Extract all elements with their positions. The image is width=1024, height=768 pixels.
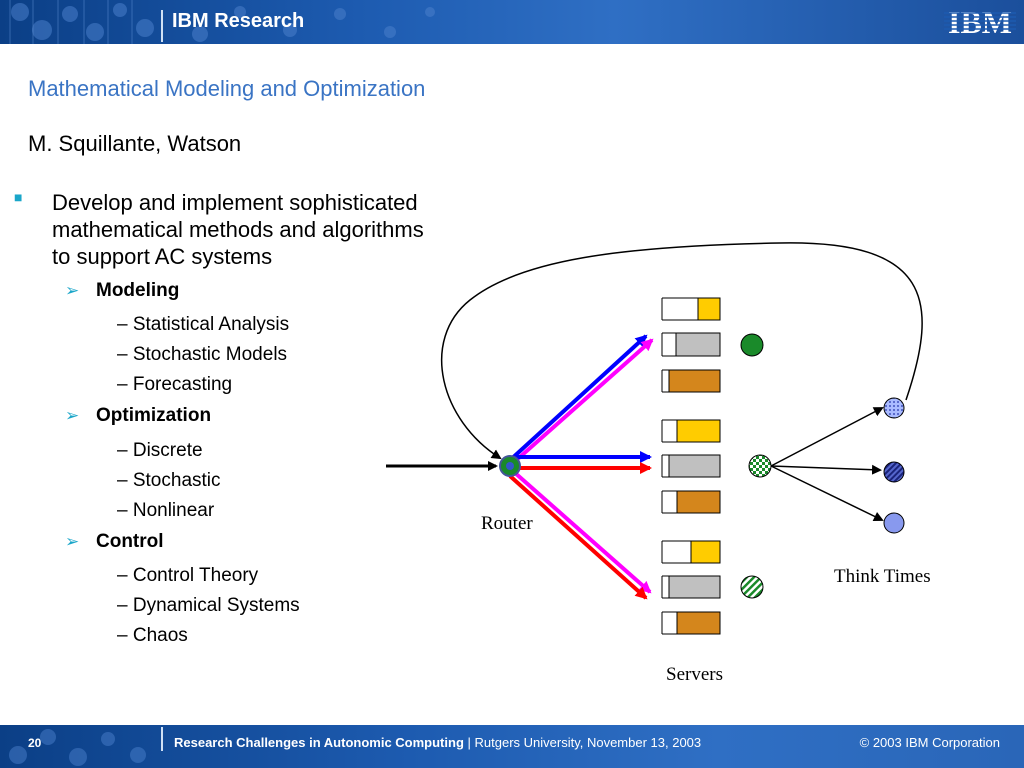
arrow-bullet-icon: ➢: [65, 281, 80, 300]
queue-cell-gray: [675, 332, 721, 357]
main-bullet-line: mathematical methods and algorithms: [52, 217, 424, 242]
copyright-text: © 2003 IBM Corporation: [859, 735, 1000, 750]
router-node-center: [506, 462, 514, 470]
ibm-logo-text: IBM: [948, 6, 1012, 38]
server-group: [661, 297, 764, 393]
header-separator: [161, 10, 163, 42]
square-bullet-icon: ■: [14, 189, 23, 205]
queue-cell-orange: [668, 369, 721, 393]
server-group: [661, 419, 772, 514]
route-arrow-magenta: [510, 338, 654, 466]
footer-bar: 20 Research Challenges in Autonomic Comp…: [0, 725, 1024, 768]
route-arrow-magenta: [512, 470, 652, 594]
think-arrow: [770, 464, 882, 475]
list-item: – Forecasting: [117, 374, 233, 395]
list-item: – Statistical Analysis: [117, 314, 290, 335]
footer-separator-text: |: [463, 735, 475, 750]
route-arrow-red: [508, 474, 648, 600]
server-group: [661, 540, 764, 635]
main-bullet-text: Develop and implement sophisticated math…: [52, 189, 502, 270]
servers-label: Servers: [666, 664, 723, 685]
footer-venue: Rutgers University, November 13, 2003: [474, 735, 702, 750]
think-times-label: Think Times: [834, 566, 931, 587]
queue-cell-yellow: [690, 540, 721, 564]
section-heading-modeling: Modeling: [96, 280, 180, 301]
queue-cell-gray: [668, 575, 721, 599]
section-heading-optimization: Optimization: [96, 405, 212, 426]
page-number: 20: [28, 736, 42, 750]
list-item: – Stochastic Models: [117, 344, 288, 365]
router-label: Router: [481, 513, 533, 534]
queue-cell-yellow: [676, 419, 721, 443]
header-bar: IBM Research IBM: [0, 0, 1024, 44]
list-item: – Dynamical Systems: [117, 595, 300, 616]
slide-author: M. Squillante, Watson: [28, 131, 242, 156]
server-node-solid: [740, 333, 764, 357]
queue-cell-orange: [676, 490, 721, 514]
list-item: – Discrete: [117, 440, 203, 461]
main-bullet-line: Develop and implement sophisticated: [52, 190, 418, 215]
think-node-dotted: [883, 397, 905, 419]
list-item: – Chaos: [117, 625, 188, 646]
think-node-hatched: [883, 461, 905, 483]
footer-pattern: [9, 729, 146, 766]
footer-separator: [161, 727, 163, 751]
section-heading-control: Control: [96, 531, 164, 552]
brand-title: IBM Research: [172, 10, 305, 32]
slide-title: Mathematical Modeling and Optimization: [28, 76, 426, 101]
main-bullet-line: to support AC systems: [52, 244, 273, 269]
queue-cell-orange: [676, 611, 721, 635]
server-node-striped: [740, 575, 764, 599]
queue-cell-gray: [668, 454, 721, 478]
footer-talk-info: Research Challenges in Autonomic Computi…: [174, 735, 701, 750]
think-node-solid: [883, 512, 905, 534]
queue-cell-yellow: [697, 297, 721, 321]
think-arrow: [770, 407, 884, 467]
list-item: – Control Theory: [117, 565, 259, 586]
list-item: – Nonlinear: [117, 500, 215, 521]
header-pattern: [9, 0, 435, 44]
route-arrow-blue: [506, 334, 648, 464]
ibm-logo: IBM: [944, 6, 1016, 38]
footer-talk-title: Research Challenges in Autonomic Computi…: [174, 735, 464, 750]
server-node-checkered: [748, 454, 772, 478]
list-item: – Stochastic: [117, 470, 221, 491]
feedback-loop-curve: [440, 242, 923, 460]
arrow-bullet-icon: ➢: [65, 532, 80, 551]
think-arrow: [770, 465, 884, 521]
arrow-bullet-icon: ➢: [65, 406, 80, 425]
